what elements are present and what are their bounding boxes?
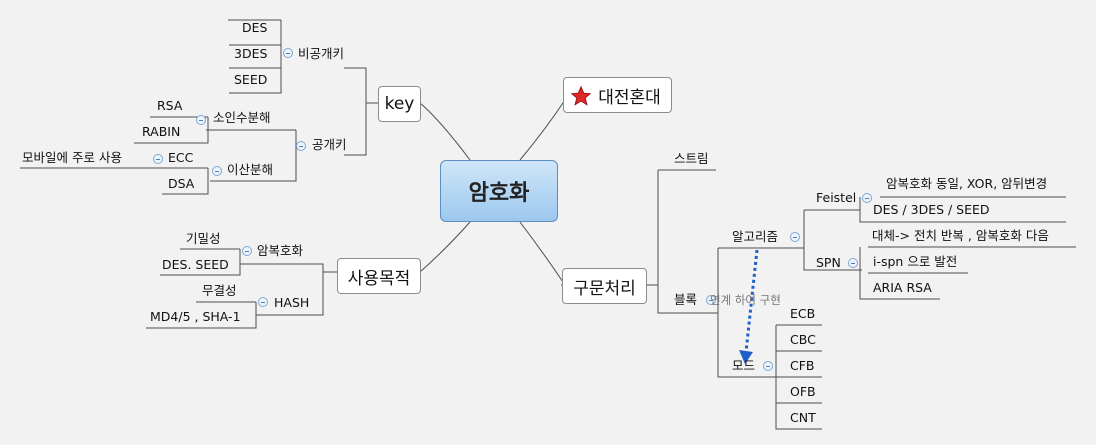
node-ofb[interactable]: OFB: [790, 384, 816, 399]
node-des[interactable]: DES: [242, 20, 268, 35]
collapse-block-icon[interactable]: [706, 295, 716, 305]
collapse-mode-icon[interactable]: [763, 361, 773, 371]
node-aria-rsa[interactable]: ARIA RSA: [873, 280, 932, 295]
factor-bracket: [134, 117, 209, 144]
branch-purpose[interactable]: 사용목적: [337, 258, 421, 294]
node-ispn[interactable]: i-spn 으로 발전: [873, 254, 958, 269]
node-ecc-note[interactable]: 모바일에 주로 사용: [22, 150, 122, 165]
node-rsa[interactable]: RSA: [157, 98, 183, 113]
node-algorithm[interactable]: 알고리즘: [732, 229, 779, 244]
line-center-countermeasure: [519, 99, 566, 161]
collapse-algorithm-icon[interactable]: [790, 232, 800, 242]
branch-countermeasure[interactable]: 대전혼대: [563, 77, 672, 113]
node-block[interactable]: 블록: [674, 292, 698, 307]
branch-key[interactable]: key: [378, 86, 421, 122]
block-bracket: [717, 248, 776, 378]
star-icon: [570, 85, 592, 106]
line-center-purpose: [419, 221, 471, 273]
line-purpose-hash: [256, 271, 337, 316]
line-purpose-enc: [240, 263, 324, 272]
discrete-bracket: [162, 168, 209, 195]
processing-bracket: [657, 170, 718, 314]
node-encryption[interactable]: 암복호화: [257, 243, 304, 258]
node-spn-desc[interactable]: 대체-> 전치 반복 , 암복호화 다음: [872, 228, 1049, 243]
node-stream[interactable]: 스트림: [674, 151, 709, 166]
node-public[interactable]: 공개키: [312, 137, 347, 152]
node-md-sha[interactable]: MD4/5 , SHA-1: [150, 309, 241, 324]
node-dsa[interactable]: DSA: [168, 176, 195, 191]
node-feistel-examples[interactable]: DES / 3DES / SEED: [873, 202, 990, 217]
node-cbc[interactable]: CBC: [790, 332, 816, 347]
line-key-symmetric: [344, 67, 378, 104]
node-feistel[interactable]: Feistel: [816, 190, 857, 205]
spn-bracket: [859, 247, 940, 300]
collapse-feistel-icon[interactable]: [862, 193, 872, 203]
hash-bracket: [146, 302, 257, 329]
relation-arrow-line: [744, 249, 759, 353]
collapse-discrete-icon[interactable]: [212, 166, 222, 176]
node-integrity[interactable]: 무결성: [202, 283, 237, 298]
collapse-ecc-icon[interactable]: [153, 154, 163, 164]
collapse-symmetric-icon[interactable]: [283, 48, 293, 58]
node-rabin[interactable]: RABIN: [142, 124, 181, 139]
collapse-hash-icon[interactable]: [258, 297, 268, 307]
mode-bracket: [775, 325, 822, 430]
enc-bracket: [160, 249, 241, 276]
line-center-processing: [519, 221, 566, 286]
node-factorization[interactable]: 소인수분해: [213, 110, 271, 125]
node-seed[interactable]: SEED: [234, 72, 268, 87]
node-confidentiality[interactable]: 기밀성: [186, 231, 221, 246]
node-symmetric[interactable]: 비공개키: [298, 46, 345, 61]
relation-arrow-head: [739, 350, 753, 364]
node-ecb[interactable]: ECB: [790, 306, 816, 321]
node-ecc[interactable]: ECC: [168, 150, 194, 165]
node-feistel-desc[interactable]: 암복호화 동일, XOR, 암뒤변경: [886, 176, 1048, 191]
node-des-seed[interactable]: DES. SEED: [162, 257, 229, 272]
line-key-public: [344, 103, 367, 156]
node-hash[interactable]: HASH: [274, 295, 310, 310]
countermeasure-label: 대전혼대: [598, 87, 661, 108]
node-spn[interactable]: SPN: [816, 255, 841, 270]
node-3des[interactable]: 3DES: [234, 46, 268, 61]
collapse-spn-icon[interactable]: [848, 258, 858, 268]
collapse-factor-icon[interactable]: [196, 115, 206, 125]
node-discrete[interactable]: 이산분해: [227, 162, 274, 177]
central-topic[interactable]: 암호화: [440, 160, 558, 222]
algorithm-bracket: [803, 210, 862, 271]
line-center-key: [419, 102, 471, 161]
feistel-bracket: [859, 197, 1066, 223]
symmetric-bracket: [229, 45, 282, 94]
node-block-note: 연계 하여 구현: [710, 293, 781, 307]
node-cnt[interactable]: CNT: [790, 410, 816, 425]
branch-processing[interactable]: 구문처리: [562, 268, 647, 304]
node-cfb[interactable]: CFB: [790, 358, 815, 373]
node-mode[interactable]: 모드: [732, 358, 756, 373]
collapse-enc-icon[interactable]: [242, 246, 252, 256]
collapse-public-icon[interactable]: [296, 141, 306, 151]
